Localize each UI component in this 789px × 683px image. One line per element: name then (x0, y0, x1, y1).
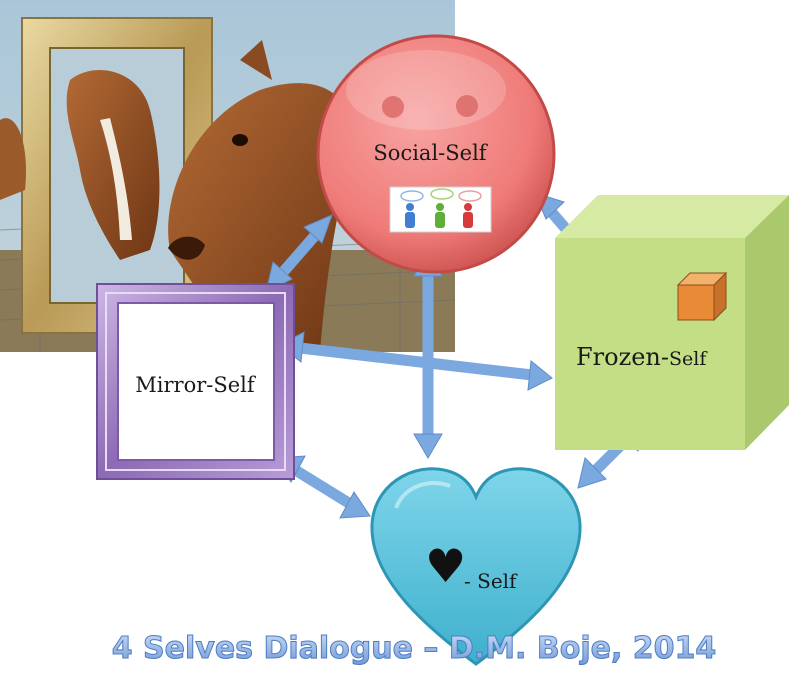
people-talking-icon (389, 186, 492, 233)
heart-self-label: - Self (464, 569, 518, 593)
social-self-label: Social-Self (373, 141, 488, 165)
mirror-self-label: Mirror-Self (135, 373, 257, 397)
social-self-node: Social-Self (316, 34, 556, 274)
diagram-caption: 4 Selves Dialogue – D.M. Boje, 2014 (112, 631, 717, 666)
mirror-self-node: Mirror-Self (96, 283, 295, 480)
frozen-self-node: Frozen-Self (555, 195, 789, 450)
heart-self-node: ♥ - Self (370, 467, 582, 666)
orange-cube-icon (676, 271, 728, 322)
frozen-self-label: Frozen-Self (576, 343, 708, 371)
heart-symbol-icon: ♥ (425, 539, 466, 593)
